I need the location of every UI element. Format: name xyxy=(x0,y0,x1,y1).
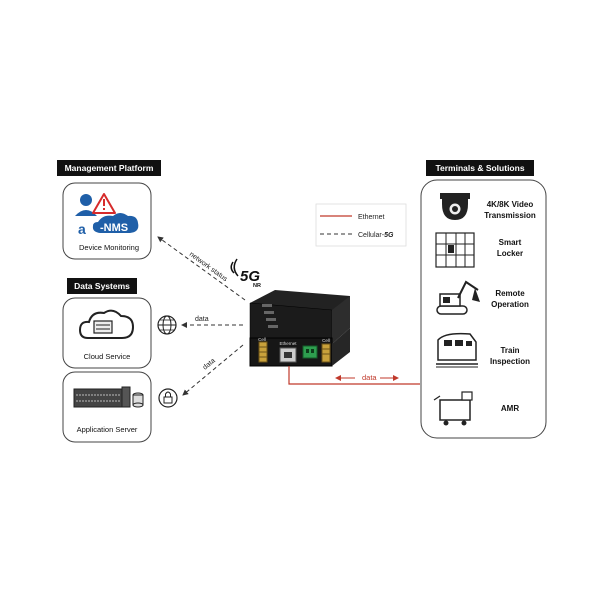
amr-robot-icon xyxy=(433,391,473,426)
terminal-item-locker[interactable]: Smart Locker xyxy=(435,232,523,268)
excavator-icon xyxy=(436,280,480,315)
terminal-item-remote-operation[interactable]: Remote Operation xyxy=(436,280,529,315)
cloud-service-label: Cloud Service xyxy=(84,352,131,361)
cell-antenna-right[interactable] xyxy=(321,343,331,363)
5g-nr-badge: 5G NR xyxy=(230,258,261,289)
legend: Ethernet Cellular-5G xyxy=(315,203,407,247)
warning-icon xyxy=(92,193,116,214)
terminal-train-line2: Inspection xyxy=(490,357,530,366)
ethernet-port-label: Ethernet xyxy=(279,341,297,346)
management-platform-header xyxy=(57,160,161,176)
terminal-item-video[interactable]: 4K/8K Video Transmission xyxy=(440,193,536,220)
5g-text: 5G xyxy=(240,268,260,285)
terminal-video-line2: Transmission xyxy=(484,211,536,220)
terminal-item-amr[interactable]: AMR xyxy=(433,391,519,426)
legend-box xyxy=(315,203,407,247)
nms-logo: a -NMS xyxy=(78,213,139,237)
train-icon xyxy=(436,332,478,368)
management-platform-title: Management Platform xyxy=(65,163,154,173)
network-status-link xyxy=(157,236,246,301)
ethernet-port[interactable] xyxy=(279,347,297,363)
terminals-solutions-group: Terminals & Solutions 4K/8K Video Transm… xyxy=(420,160,547,439)
nms-logo-a: a xyxy=(78,221,86,237)
ethernet-data-label: data xyxy=(362,373,377,382)
server-data-link xyxy=(182,344,244,396)
terminal-remote-line1: Remote xyxy=(495,289,525,298)
device-monitoring-label: Device Monitoring xyxy=(79,243,139,252)
terminal-remote-line2: Operation xyxy=(491,300,529,309)
management-platform-group: Management Platform a -NMS Device Monito… xyxy=(57,160,161,260)
globe-icon xyxy=(157,315,177,335)
application-server-label: Application Server xyxy=(77,425,138,434)
5g-router-device[interactable]: Cell Ethernet Cell xyxy=(249,290,350,367)
locker-icon xyxy=(435,232,475,268)
status-leds xyxy=(262,304,278,328)
terminal-video-line1: 4K/8K Video xyxy=(487,200,534,209)
data-systems-group: Data Systems Cloud Service Application S… xyxy=(62,278,152,443)
terminals-header xyxy=(426,160,534,176)
data-systems-header xyxy=(67,278,137,294)
server-data-label: data xyxy=(202,357,217,371)
terminal-item-train[interactable]: Train Inspection xyxy=(436,332,530,368)
ethernet-data-line xyxy=(288,366,420,385)
dome-camera-icon xyxy=(440,193,470,220)
terminal-locker-line1: Smart xyxy=(499,238,522,247)
cloud-server-icon xyxy=(78,309,135,339)
terminals-title: Terminals & Solutions xyxy=(435,163,524,173)
ethernet-link: data xyxy=(288,366,420,385)
terminal-amr-label: AMR xyxy=(501,404,519,413)
legend-cellular-label: Cellular-5G xyxy=(358,232,394,239)
cell-port-left-label: Cell xyxy=(258,337,266,342)
terminal-train-line1: Train xyxy=(500,346,519,355)
data-systems-title: Data Systems xyxy=(74,281,130,291)
cell-antenna-left[interactable] xyxy=(258,341,268,363)
cell-port-right-label: Cell xyxy=(322,338,330,343)
secure-lock-icon xyxy=(158,388,178,408)
legend-ethernet-label: Ethernet xyxy=(358,214,385,221)
nr-text: NR xyxy=(253,283,261,289)
power-terminal[interactable] xyxy=(302,345,318,359)
server-rack-icon xyxy=(73,386,144,408)
user-icon xyxy=(75,194,97,216)
terminal-locker-line2: Locker xyxy=(497,249,523,258)
network-status-label: network status xyxy=(188,251,229,283)
nms-logo-text: -NMS xyxy=(100,222,128,234)
cloud-data-label: data xyxy=(195,316,209,323)
